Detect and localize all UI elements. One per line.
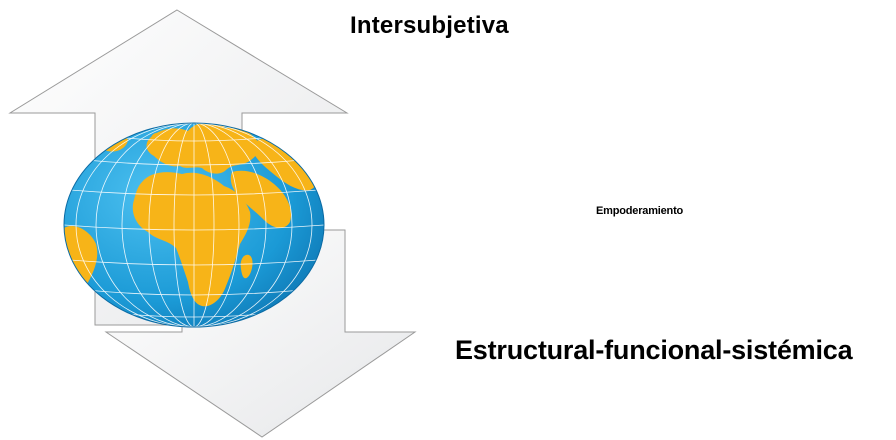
label-empoderamiento: Empoderamiento [596, 205, 684, 217]
globe-icon [63, 122, 325, 328]
label-intersubjetiva: Intersubjetiva [350, 12, 509, 39]
label-estructural: Estructural-funcional-sistémica [455, 335, 853, 365]
